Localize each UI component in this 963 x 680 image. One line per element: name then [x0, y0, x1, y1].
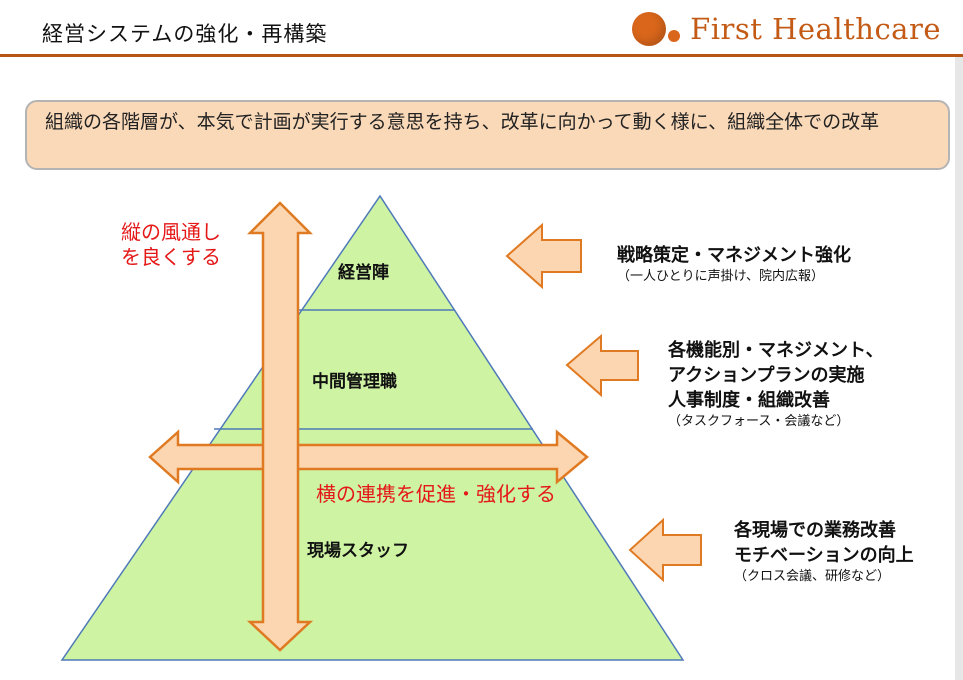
summary-text: 組織の各階層が、本気で計画が実行する意思を持ち、改革に向かって動く様に、組織全体…	[45, 111, 880, 133]
left-arrow-top	[505, 222, 582, 290]
left-arrow-middle	[565, 333, 639, 398]
pyramid-shape	[60, 194, 685, 661]
right-item-management-note: （タスクフォース・会議など）	[668, 414, 850, 429]
right-item-strategy: 戦略策定・マネジメント強化 （一人ひとりに声掛け、院内広報）	[617, 243, 851, 286]
right-item-strategy-line1: 戦略策定・マネジメント強化	[617, 245, 851, 266]
vertical-arrow-label-line1: 縦の風通し	[121, 220, 221, 244]
right-item-frontline: 各現場での業務改善 モチベーションの向上 （クロス会議、研修など）	[734, 518, 914, 586]
logo-circle-icon	[632, 12, 667, 46]
horizontal-arrow-label: 横の連携を促進・強化する	[316, 482, 556, 506]
level-label-middle-management: 中間管理職	[312, 372, 397, 392]
right-edge-bar	[955, 57, 963, 680]
header-divider	[0, 54, 963, 57]
level-label-executives: 経営陣	[338, 263, 389, 283]
right-item-frontline-line2: モチベーションの向上	[734, 545, 914, 566]
right-item-frontline-line1: 各現場での業務改善	[734, 520, 896, 541]
level-label-frontline-staff: 現場スタッフ	[307, 541, 409, 561]
left-arrow-bottom	[628, 517, 702, 583]
horizontal-double-arrow	[148, 429, 589, 485]
vertical-arrow-label-line2: を良くする	[121, 245, 221, 269]
right-item-management-line3: 人事制度・組織改善	[668, 390, 830, 411]
right-item-management-line2: アクションプランの実施	[668, 365, 865, 386]
logo-dot-icon	[668, 30, 681, 42]
right-item-strategy-note: （一人ひとりに声掛け、院内広報）	[617, 269, 824, 284]
logo-text: First Healthcare	[690, 12, 941, 46]
right-item-management: 各機能別・マネジメント、 アクションプランの実施 人事制度・組織改善 （タスクフ…	[668, 338, 884, 431]
page-title: 経営システムの強化・再構築	[42, 22, 328, 46]
company-logo: First Healthcare	[632, 12, 941, 46]
summary-callout: 組織の各階層が、本気で計画が実行する意思を持ち、改革に向かって動く様に、組織全体…	[25, 100, 950, 170]
right-item-frontline-note: （クロス会議、研修など）	[734, 569, 891, 584]
vertical-double-arrow	[246, 201, 314, 652]
right-item-management-line1: 各機能別・マネジメント、	[668, 340, 884, 361]
